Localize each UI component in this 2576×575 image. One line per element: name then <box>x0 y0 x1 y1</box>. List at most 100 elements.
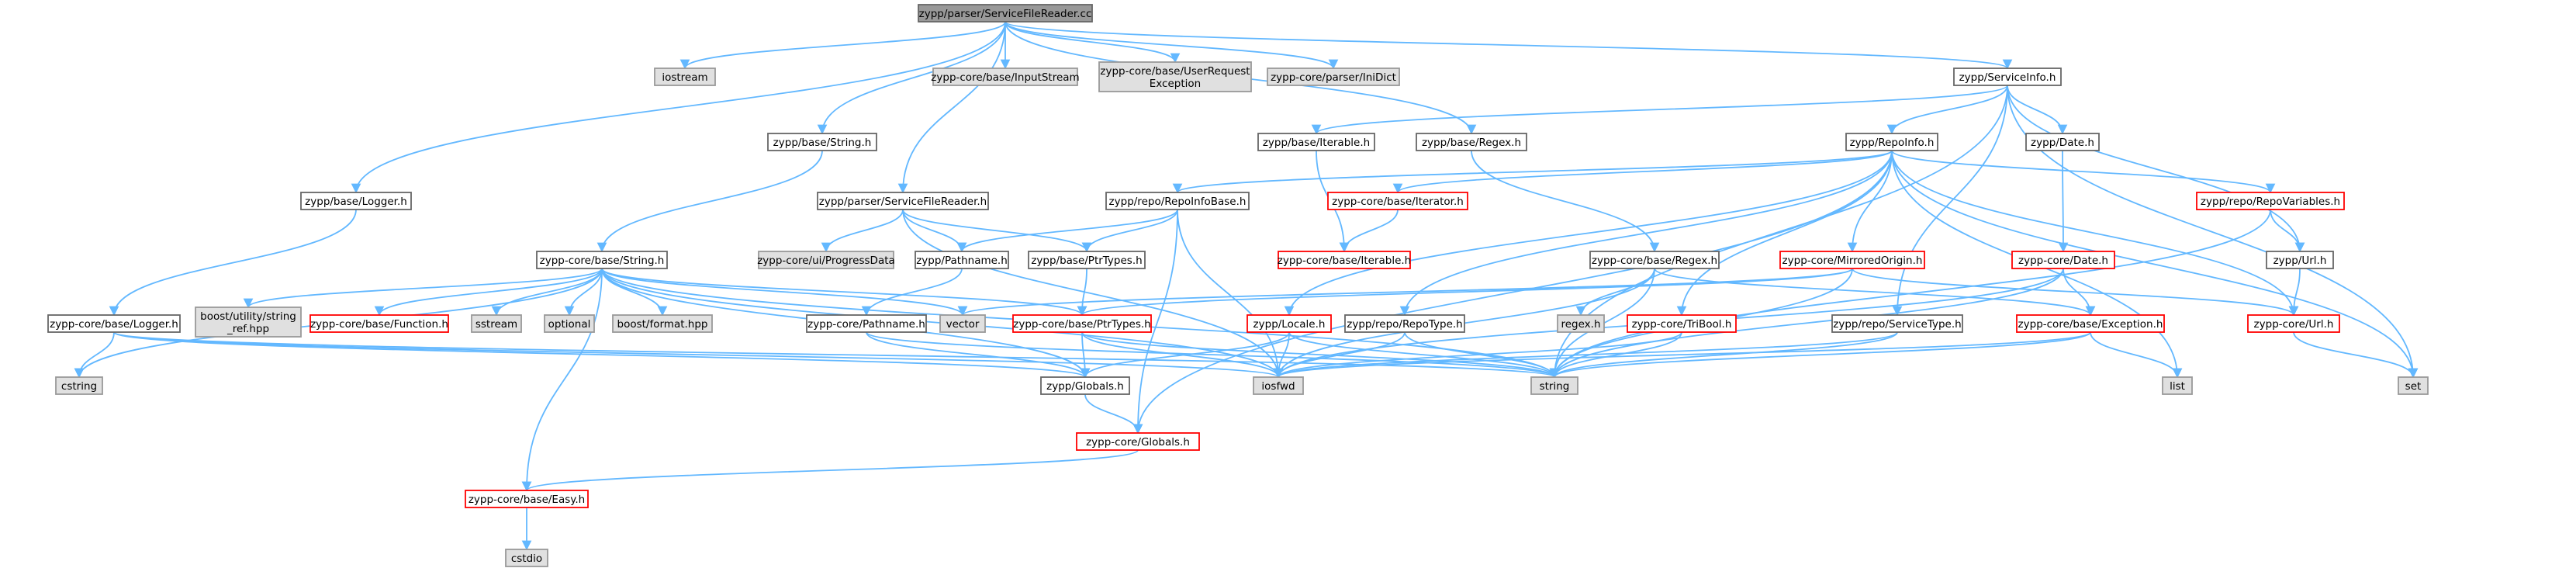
node-pathname-h[interactable]: zypp/Pathname.h <box>915 251 1009 269</box>
edge-serviceinfo-to-string_sys <box>1549 85 2008 379</box>
node-core-pathname[interactable]: zypp-core/Pathname.h <box>806 314 927 333</box>
node-core-url[interactable]: zypp-core/Url.h <box>2247 314 2340 333</box>
node-core-iterator[interactable]: zypp-core/base/Iterator.h <box>1327 192 1468 210</box>
edge-serviceinfo-to-date_h <box>2007 85 2068 135</box>
node-label: Exception <box>1150 78 1201 90</box>
node-core-easy[interactable]: zypp-core/base/Easy.h <box>465 490 589 508</box>
node-sfr-h[interactable]: zypp/parser/ServiceFileReader.h <box>817 192 989 210</box>
edge-url_h-to-core_url <box>2288 268 2301 317</box>
node-label: zypp/base/Regex.h <box>1422 137 1521 149</box>
node-list-sys: list <box>2162 376 2193 395</box>
node-label: zypp-core/base/Logger.h <box>50 318 178 331</box>
edge-core_string-to-core_function <box>374 268 603 317</box>
node-core-string[interactable]: zypp-core/base/String.h <box>536 251 668 269</box>
edge-repoinfo-to-core_globals <box>1132 150 1893 435</box>
node-box <box>300 192 412 210</box>
node-core-ptrtypes[interactable]: zypp-core/base/PtrTypes.h <box>1012 314 1152 333</box>
node-label: string <box>1540 380 1570 393</box>
edge-core_logger-to-cstring <box>74 331 115 379</box>
node-box <box>505 549 548 567</box>
node-box <box>1831 314 1963 333</box>
edge-core_exception-to-string_sys <box>1549 331 2091 379</box>
node-core-mirrored[interactable]: zypp-core/MirroredOrigin.h <box>1779 251 1925 269</box>
edge-core_string-to-boost_string_ref <box>243 268 603 309</box>
node-core-iterable[interactable]: zypp-core/base/Iterable.h <box>1278 251 1411 269</box>
edge-core_mirrored-to-core_url <box>1852 268 2299 317</box>
node-box <box>1557 314 1605 333</box>
node-repoinfobase[interactable]: zypp/repo/RepoInfoBase.h <box>1105 192 1250 210</box>
node-iterable-h[interactable]: zypp/base/Iterable.h <box>1257 133 1375 151</box>
node-label: zypp-core/base/Exception.h <box>2018 318 2163 331</box>
node-core-logger[interactable]: zypp-core/base/Logger.h <box>47 314 181 333</box>
node-box <box>939 314 986 333</box>
node-core-globals[interactable]: zypp-core/Globals.h <box>1076 432 1200 451</box>
node-globals-h[interactable]: zypp/Globals.h <box>1040 376 1130 395</box>
node-box <box>1530 376 1578 395</box>
node-boost-format: boost/format.hpp <box>612 314 713 333</box>
node-box <box>612 314 713 333</box>
node-label: zypp/ServiceInfo.h <box>1959 71 2056 84</box>
node-ptrtypes-h[interactable]: zypp/base/PtrTypes.h <box>1028 251 1146 269</box>
node-label: zypp/Date.h <box>2031 137 2094 149</box>
node-label: list <box>2170 380 2185 393</box>
node-optional: optional <box>544 314 595 333</box>
node-cstring: cstring <box>55 376 103 395</box>
node-locale-h[interactable]: zypp/Locale.h <box>1247 314 1332 333</box>
edge-core_string-to-core_ptrtypes <box>601 268 1087 317</box>
edge-logger_h-to-core_logger <box>109 209 357 317</box>
node-root[interactable]: zypp/parser/ServiceFileReader.cc <box>918 4 1093 23</box>
edge-serviceinfo-to-url_h <box>2007 85 2305 253</box>
edge-root-to-inidict <box>1004 21 1339 70</box>
edge-core_mirrored-to-vector <box>958 268 1853 317</box>
node-box <box>2247 314 2340 333</box>
node-label: zypp/parser/ServiceFileReader.h <box>819 196 987 208</box>
node-label: zypp/parser/ServiceFileReader.cc <box>919 8 1092 20</box>
node-label: zypp/base/Iterable.h <box>1263 137 1370 149</box>
edge-repoinfobase-to-iosfwd <box>1177 209 1284 379</box>
node-regex-h[interactable]: zypp/base/Regex.h <box>1416 133 1527 151</box>
node-label: zypp/base/PtrTypes.h <box>1031 255 1142 267</box>
node-core-date[interactable]: zypp-core/Date.h <box>2011 251 2115 269</box>
edge-core_logger-to-iosfwd <box>113 331 1283 379</box>
node-progressdata: zypp-core/ui/ProgressData <box>757 251 895 269</box>
node-repoinfo[interactable]: zypp/RepoInfo.h <box>1845 133 1938 151</box>
node-date-h[interactable]: zypp/Date.h <box>2025 133 2100 151</box>
node-box <box>2011 251 2115 269</box>
node-repotype[interactable]: zypp/repo/RepoType.h <box>1344 314 1465 333</box>
node-repovariables[interactable]: zypp/repo/RepoVariables.h <box>2196 192 2345 210</box>
node-core-regex[interactable]: zypp-core/base/Regex.h <box>1589 251 1720 269</box>
edge-tribool-to-iosfwd <box>1273 331 1682 379</box>
node-box <box>1344 314 1465 333</box>
node-box <box>55 376 103 395</box>
node-label: sstream <box>475 318 517 331</box>
edge-string_h-to-core_string <box>596 150 823 253</box>
node-string-h[interactable]: zypp/base/String.h <box>767 133 877 151</box>
node-tribool[interactable]: zypp-core/TriBool.h <box>1627 314 1737 333</box>
node-box <box>1953 68 2062 86</box>
edge-core_url-to-set_sys <box>2293 331 2419 379</box>
edge-sfr_h-to-iosfwd <box>902 209 1284 379</box>
edge-repoinfobase-to-ptrtypes_h <box>1081 209 1178 253</box>
node-core-exception[interactable]: zypp-core/base/Exception.h <box>2016 314 2165 333</box>
node-servicetype[interactable]: zypp/repo/ServiceType.h <box>1831 314 1963 333</box>
edge-tribool-to-string_sys <box>1549 331 1682 379</box>
node-logger-h[interactable]: zypp/base/Logger.h <box>300 192 412 210</box>
edge-repotype-to-iosfwd <box>1273 331 1406 379</box>
node-box <box>47 314 181 333</box>
edge-repoinfo-to-core_url <box>1891 150 2299 317</box>
node-label: cstdio <box>511 552 542 565</box>
node-box <box>918 4 1093 23</box>
node-label: optional <box>548 318 591 331</box>
node-label: zypp/RepoInfo.h <box>1850 137 1935 149</box>
node-serviceinfo[interactable]: zypp/ServiceInfo.h <box>1953 68 2062 86</box>
node-core-function[interactable]: zypp-core/base/Function.h <box>309 314 449 333</box>
node-label: iostream <box>662 71 707 84</box>
edge-sfr_h-to-progressdata <box>821 209 904 253</box>
node-label: zypp-core/base/Function.h <box>310 318 448 331</box>
node-label: regex.h <box>1561 318 1600 331</box>
edge-serviceinfo-to-iterable_h <box>1312 85 2008 135</box>
edge-root-to-logger_h <box>351 21 1006 194</box>
node-box <box>654 68 716 86</box>
node-url-h[interactable]: zypp/Url.h <box>2266 251 2334 269</box>
edge-locale_h-to-globals_h <box>1080 331 1290 379</box>
